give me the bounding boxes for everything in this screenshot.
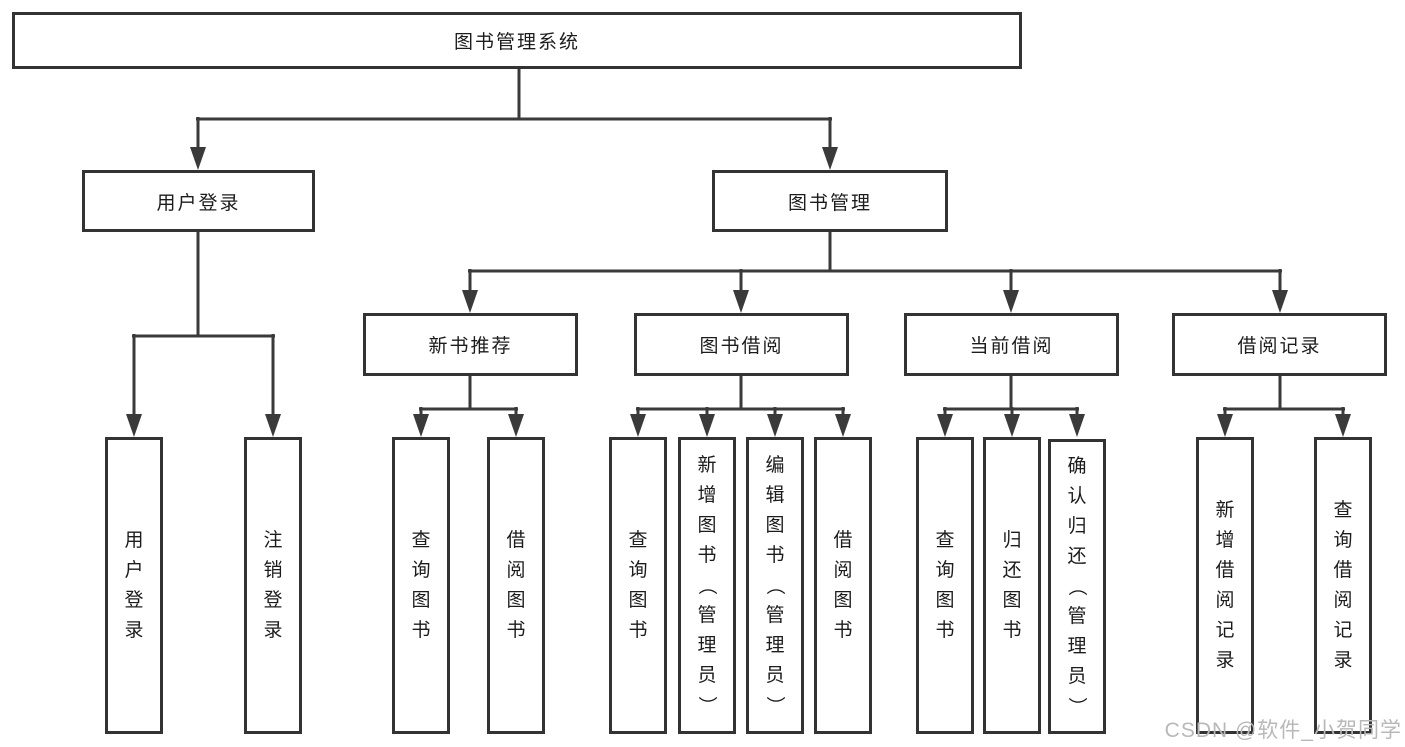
leaf-br-query-record: 查询借阅记录: [1314, 437, 1372, 734]
leaf-nb-query-books-label: 查询图书: [411, 530, 431, 641]
node-book-borrow-label: 图书借阅: [699, 336, 784, 357]
watermark: CSDN @软件_小贺同学: [1164, 719, 1402, 742]
edge-new-books-children: [413, 375, 524, 437]
leaf-br-add-record: 新增借阅记录: [1196, 437, 1254, 734]
leaf-cb-confirm-return-admin-label: 确认归还（管理员）: [1066, 456, 1088, 717]
leaf-cb-return-books-label: 归还图书: [1002, 530, 1022, 641]
leaf-nb-borrow-books: 借阅图书: [487, 437, 545, 734]
edge-root-to-level2: [190, 68, 838, 170]
node-current-borrow: 当前借阅: [904, 313, 1119, 376]
leaf-cb-return-books: 归还图书: [983, 437, 1041, 734]
edge-user-login-children: [126, 231, 281, 437]
edge-current-borrow-children: [937, 375, 1085, 437]
node-user-login: 用户登录: [82, 170, 315, 232]
leaf-br-add-record-label: 新增借阅记录: [1215, 500, 1235, 671]
node-current-borrow-label: 当前借阅: [969, 336, 1054, 357]
leaf-br-query-record-label: 查询借阅记录: [1333, 500, 1353, 671]
leaf-bb-add-books-admin-label: 新增图书（管理员）: [696, 455, 718, 716]
node-new-books-label: 新书推荐: [428, 336, 513, 357]
leaf-logout-label: 注销登录: [263, 530, 283, 641]
leaf-nb-query-books: 查询图书: [392, 437, 450, 734]
node-book-mgmt: 图书管理: [712, 170, 948, 232]
node-borrow-records-label: 借阅记录: [1237, 336, 1322, 357]
leaf-cb-query-books-label: 查询图书: [935, 530, 955, 641]
leaf-bb-query-books: 查询图书: [609, 437, 667, 734]
leaf-bb-edit-books-admin: 编辑图书（管理员）: [746, 437, 804, 734]
node-borrow-records: 借阅记录: [1172, 313, 1387, 376]
node-root: 图书管理系统: [12, 12, 1022, 69]
leaf-cb-confirm-return-admin: 确认归还（管理员）: [1048, 439, 1106, 734]
leaf-bb-borrow-books-label: 借阅图书: [833, 530, 853, 641]
node-user-login-label: 用户登录: [156, 192, 241, 214]
node-book-borrow: 图书借阅: [634, 313, 849, 376]
leaf-bb-edit-books-admin-label: 编辑图书（管理员）: [764, 455, 786, 716]
node-root-label: 图书管理系统: [453, 32, 580, 53]
edge-book-mgmt-children: [462, 231, 1288, 313]
leaf-bb-query-books-label: 查询图书: [628, 530, 648, 641]
leaf-bb-borrow-books: 借阅图书: [814, 437, 872, 734]
edge-book-borrow-children: [630, 375, 851, 437]
leaf-user-login-label: 用户登录: [124, 530, 144, 641]
leaf-logout: 注销登录: [244, 437, 302, 734]
node-new-books: 新书推荐: [363, 313, 578, 376]
leaf-user-login: 用户登录: [105, 437, 163, 734]
node-book-mgmt-label: 图书管理: [787, 192, 872, 214]
edge-borrow-records-children: [1217, 375, 1351, 437]
leaf-bb-add-books-admin: 新增图书（管理员）: [678, 437, 736, 734]
leaf-nb-borrow-books-label: 借阅图书: [506, 530, 526, 641]
leaf-cb-query-books: 查询图书: [916, 437, 974, 734]
